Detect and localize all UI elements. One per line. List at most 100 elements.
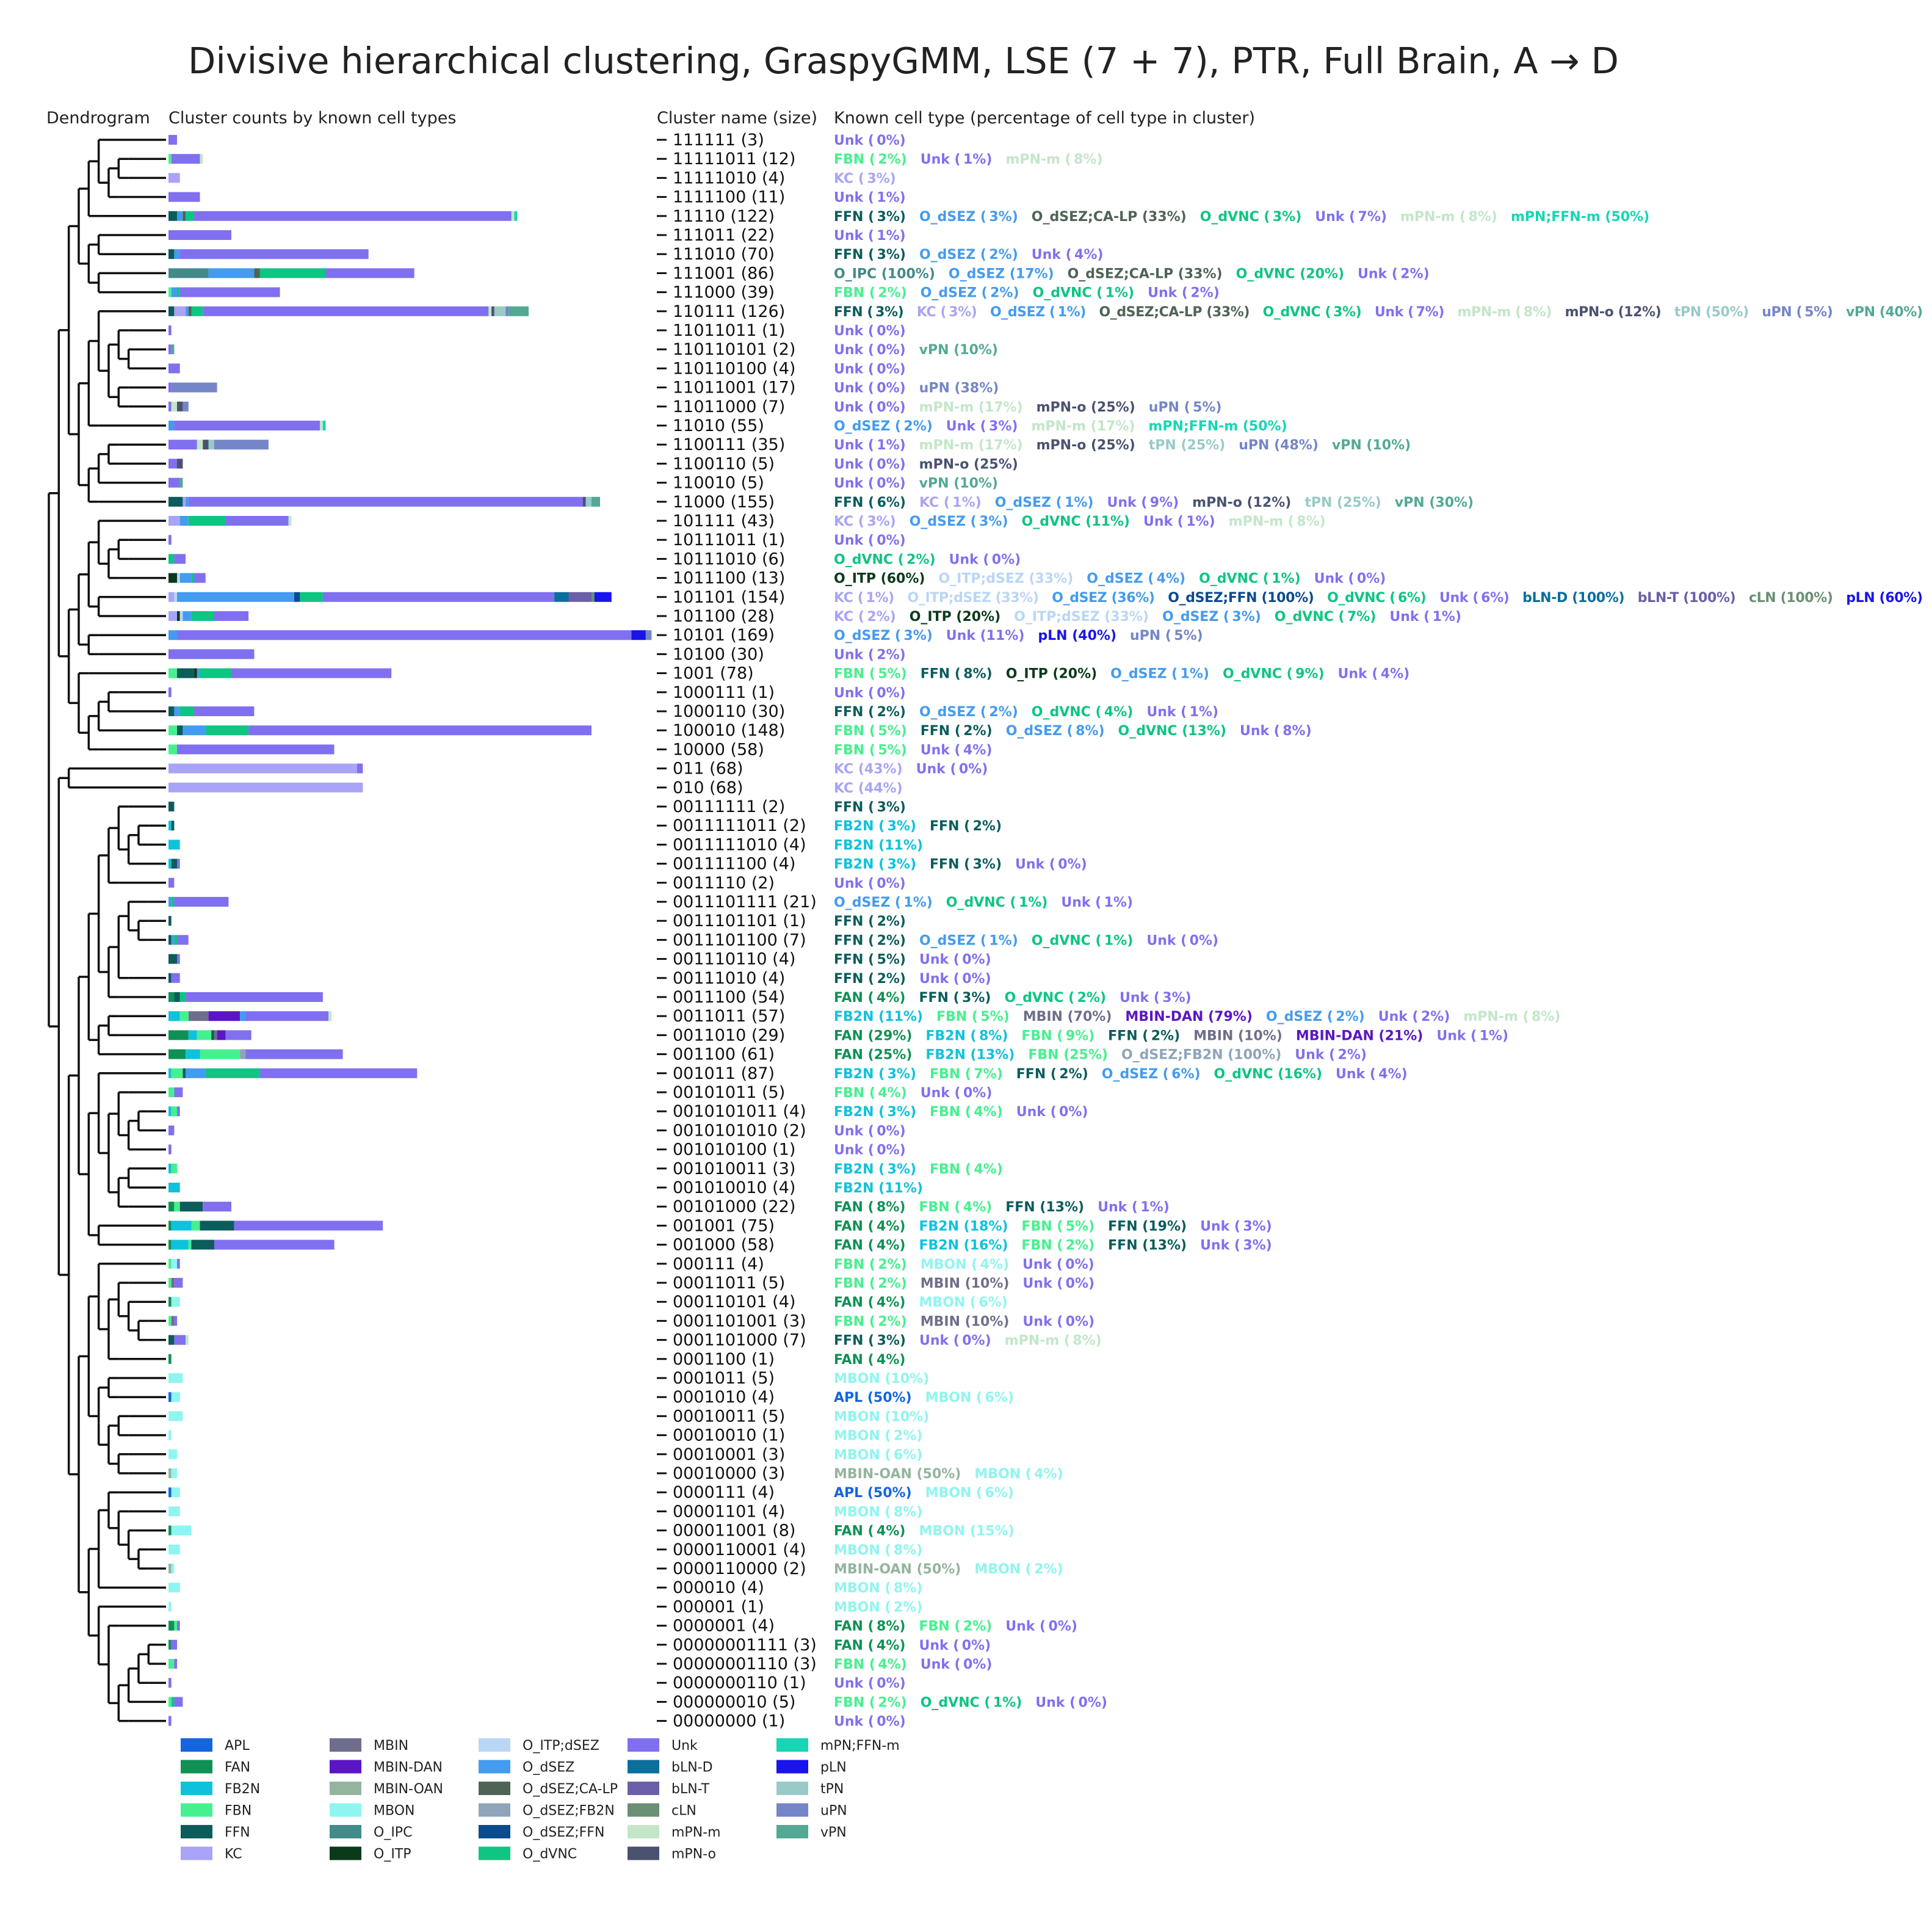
cluster-label: 111001 (86)	[673, 264, 775, 283]
cell-type-percentage: FFN ( 2%)	[834, 705, 906, 720]
cell-type-percentage: O_dVNC (16%)	[1201, 1067, 1322, 1082]
cell-type-percentage: KC (44%)	[834, 781, 903, 796]
cell-type-annotation: FAN ( 4%) MBON ( 6%)	[834, 1295, 1008, 1310]
cluster-label: 000000010 (5)	[673, 1692, 795, 1711]
cell-type-annotation: FAN ( 4%) Unk ( 0%)	[834, 1638, 991, 1653]
cell-type-percentage: KC ( 3%)	[834, 171, 896, 186]
bar-segment	[168, 306, 175, 316]
bar-segment	[168, 496, 183, 507]
cell-type-percentage: Unk ( 3%)	[1106, 990, 1192, 1006]
bar-segment	[168, 211, 177, 221]
cell-type-percentage: O_dSEZ ( 3%)	[1149, 609, 1261, 625]
cell-type-percentage: FAN ( 8%)	[834, 1619, 905, 1634]
bar-segment	[171, 1487, 180, 1498]
cell-type-percentage: MBIN-OAN (50%)	[834, 1562, 961, 1577]
cell-type-annotation: FAN ( 8%) FBN ( 4%) FFN (13%) Unk ( 1%)	[834, 1200, 1170, 1215]
bar-segment	[168, 268, 209, 278]
cluster-label: 11111011 (12)	[673, 150, 795, 169]
cell-type-percentage: mPN-o (25%)	[1023, 438, 1135, 453]
known-header: Known cell type (percentage of cell type…	[834, 109, 1255, 128]
bar-segment	[205, 725, 249, 736]
cell-type-percentage: uPN (48%)	[1225, 438, 1319, 453]
bar-segment	[200, 154, 203, 164]
bar-segment	[168, 192, 200, 202]
cell-type-percentage: tPN (25%)	[1291, 495, 1381, 510]
bar-segment	[592, 592, 595, 602]
bar-segment	[177, 630, 632, 640]
bar-segment	[191, 306, 203, 316]
cell-type-annotation: FB2N ( 3%) FFN ( 3%) Unk ( 0%)	[834, 857, 1087, 872]
bar-segment	[168, 706, 175, 716]
bar-segment	[203, 1202, 231, 1212]
cell-type-percentage: Unk ( 0%)	[1003, 1105, 1088, 1120]
bar-segment	[168, 421, 175, 430]
cell-type-percentage: O_dSEZ (36%)	[1039, 590, 1155, 606]
cell-type-percentage: mPN-m (17%)	[1018, 419, 1135, 434]
cluster-label: 101111 (43)	[673, 512, 775, 531]
legend-label: uPN	[820, 1804, 847, 1819]
cell-type-annotation: FAN ( 4%) FFN ( 3%) O_dVNC ( 2%) Unk ( 3…	[834, 990, 1192, 1006]
bar-segment	[631, 630, 646, 640]
cluster-label: 11000 (155)	[673, 493, 775, 512]
bar-segment	[191, 1221, 200, 1231]
bar-segment	[168, 1239, 172, 1250]
counts-header: Cluster counts by known cell types	[168, 109, 456, 128]
cluster-label: 000010 (4)	[673, 1578, 764, 1597]
cell-type-percentage: FFN (13%)	[992, 1200, 1084, 1215]
legend-swatch	[479, 1738, 510, 1752]
cell-type-annotation: MBON ( 8%)	[834, 1543, 922, 1558]
cell-type-percentage: mPN-o (25%)	[1023, 400, 1135, 415]
bar-segment	[177, 459, 183, 469]
cell-type-annotation: KC ( 2%) O_ITP (20%) O_ITP;dSEZ (33%) O_…	[834, 609, 1461, 625]
cell-type-percentage: mPN-m ( 8%)	[992, 152, 1102, 167]
cell-type-percentage: O_ITP (20%)	[993, 667, 1097, 682]
cell-type-percentage: FFN ( 2%)	[834, 933, 906, 948]
bar-segment	[171, 1106, 178, 1117]
cell-type-percentage: FFN ( 6%)	[834, 495, 906, 510]
bar-segment	[186, 1068, 206, 1078]
cell-type-percentage: MBON ( 6%)	[912, 1390, 1014, 1406]
bar-segment	[168, 840, 180, 850]
cluster-label: 101100 (28)	[673, 607, 775, 626]
bar-segment	[168, 916, 172, 926]
cluster-label: 10111011 (1)	[673, 531, 785, 550]
cell-type-percentage: mPN-m (17%)	[906, 438, 1023, 453]
bar-segment	[168, 573, 177, 583]
cell-type-percentage: O_dVNC ( 7%)	[1261, 609, 1377, 625]
cell-type-percentage: vPN (30%)	[1381, 495, 1474, 510]
cell-type-percentage: FBN ( 4%)	[905, 1200, 992, 1215]
legend-swatch	[479, 1760, 510, 1774]
bar-segment	[171, 935, 175, 945]
cell-type-annotation: Unk ( 0%) vPN (10%)	[834, 476, 998, 492]
bar-segment	[168, 1487, 172, 1498]
legend-swatch	[181, 1738, 212, 1752]
cluster-label: 000001 (1)	[673, 1597, 764, 1616]
cell-type-annotation: Unk ( 0%)	[834, 324, 906, 339]
bar-segment	[168, 1430, 172, 1440]
bar-segment	[174, 1087, 183, 1097]
cell-type-percentage: mPN;FFN-m (50%)	[1497, 209, 1649, 225]
cell-type-annotation: Unk ( 0%)	[834, 361, 906, 377]
cell-type-percentage: Unk ( 1%)	[907, 152, 993, 167]
bar-segment	[179, 706, 195, 716]
cell-type-percentage: Unk ( 1%)	[1376, 609, 1461, 625]
bar-segment	[168, 1335, 175, 1345]
bar-segment	[168, 325, 172, 335]
cell-type-percentage: O_dVNC ( 1%)	[907, 1695, 1022, 1710]
bar-segment	[168, 1030, 189, 1040]
cell-type-annotation: Unk ( 2%)	[834, 647, 906, 662]
bar-segment	[174, 935, 178, 945]
cell-type-percentage: KC ( 1%)	[834, 590, 894, 606]
bar-segment	[171, 1525, 192, 1536]
bar-segment	[171, 1068, 183, 1078]
bar-segment	[179, 287, 280, 297]
cell-type-percentage: KC ( 3%)	[903, 305, 977, 320]
legend-swatch	[628, 1782, 659, 1795]
cell-type-percentage: O_dSEZ ( 1%)	[906, 933, 1018, 948]
bar-segment	[171, 1163, 178, 1173]
bar-segment	[186, 496, 189, 507]
bar-segment	[177, 954, 180, 964]
cell-type-percentage: Unk ( 0%)	[834, 400, 906, 415]
bar-segment	[171, 401, 178, 412]
bar-segment	[168, 1639, 172, 1650]
